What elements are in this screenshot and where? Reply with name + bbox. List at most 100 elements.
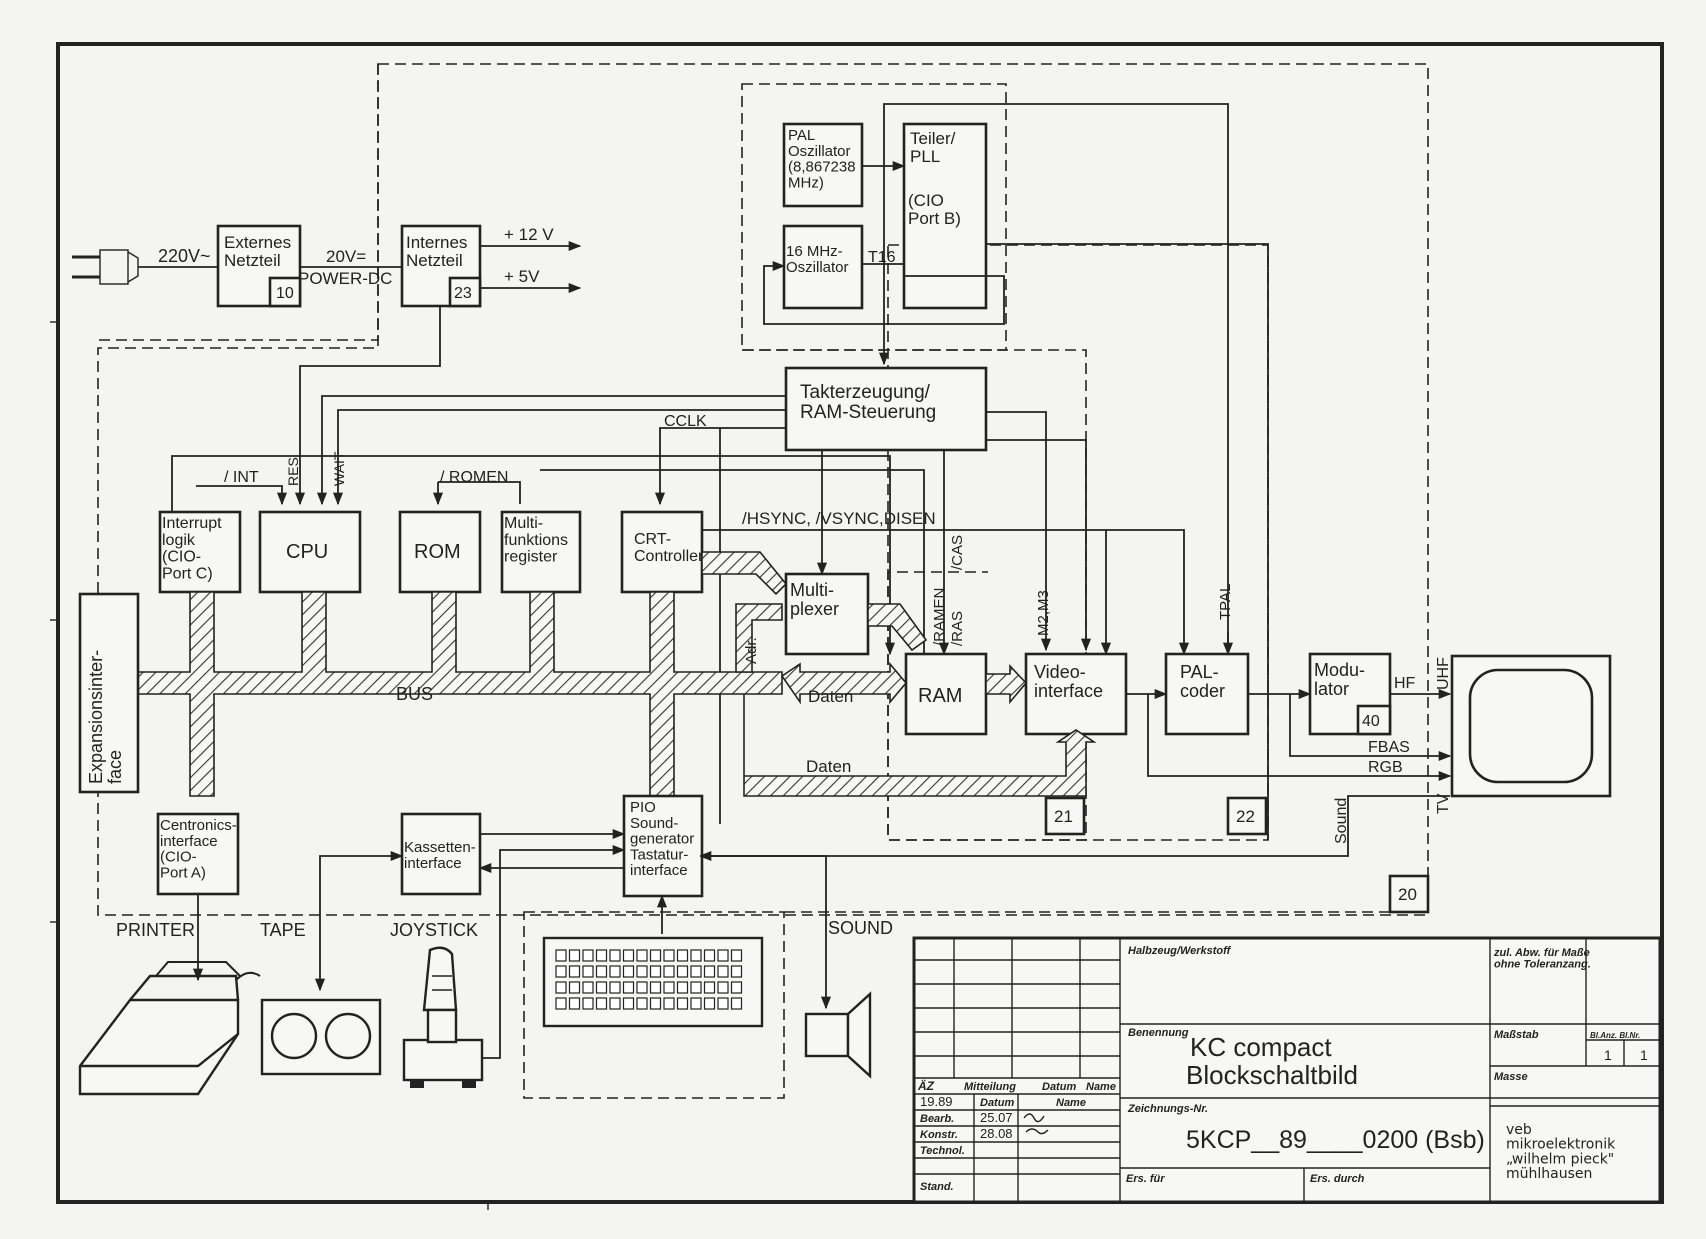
- label-year: 19.89: [920, 1094, 953, 1109]
- label-name-hdr: Name: [1056, 1097, 1086, 1109]
- address-bus-crt: [701, 551, 788, 596]
- keyboard-icon: [542, 936, 764, 1028]
- block-interrupt-logik: [158, 510, 242, 594]
- label-21: 21: [1054, 807, 1073, 826]
- label-16mhz-oszillator: 16 MHz-Oszillator: [786, 243, 849, 276]
- keyboard-key: [690, 965, 702, 978]
- keyboard-key: [703, 949, 716, 962]
- drawing-border: [56, 42, 1664, 1204]
- badge-20: [1388, 874, 1430, 914]
- keyboard-key: [717, 949, 729, 962]
- label-centronics-interface: Centronics-interface(CIO-Port A): [160, 817, 237, 881]
- label-bearb: Bearb.: [920, 1113, 954, 1125]
- label-benennung: Benennung: [1128, 1027, 1189, 1039]
- label-multiplexer: Multi-plexer: [790, 580, 839, 619]
- block-pal-oszillator: [782, 122, 864, 208]
- keyboard-key: [730, 949, 743, 962]
- label-tpal: TPAL: [1217, 584, 1234, 620]
- data-bus-ram: [780, 661, 908, 705]
- label-bus: BUS: [396, 684, 433, 704]
- keyboard-key: [649, 981, 662, 994]
- keyboard-key: [676, 965, 689, 978]
- keyboard-key: [636, 981, 648, 994]
- keyboard-key: [595, 949, 608, 962]
- speaker-icon: [804, 991, 872, 1079]
- label-uhf: UHF: [1435, 657, 1452, 690]
- label-t16: T16: [868, 249, 896, 266]
- label-mitteilung: Mitteilung: [964, 1081, 1016, 1093]
- label-sound-sig: Sound: [1333, 798, 1350, 844]
- keyboard-key: [568, 997, 581, 1010]
- keyboard-key: [690, 997, 702, 1010]
- keyboard-key: [622, 997, 635, 1010]
- keyboard-key: [636, 949, 648, 962]
- label-daten-1: Daten: [808, 687, 853, 706]
- printer-icon: [78, 961, 261, 1096]
- keyboard-key: [717, 997, 729, 1010]
- block-takterzeugung: [784, 366, 988, 452]
- label-printer: PRINTER: [116, 920, 195, 940]
- label-rom: ROM: [414, 541, 461, 563]
- keyboard-key: [595, 965, 608, 978]
- label-12v: + 12 V: [504, 225, 554, 244]
- frame-20: [97, 63, 1429, 916]
- label-hf: HF: [1394, 675, 1416, 692]
- label-pal-coder: PAL-coder: [1180, 662, 1225, 701]
- keyboard-key: [636, 965, 648, 978]
- label-res: RES: [285, 457, 301, 486]
- badge-23: [448, 276, 482, 308]
- data-bus-video: [985, 663, 1028, 705]
- keyboard-key: [676, 981, 689, 994]
- block-multiplexer: [784, 572, 870, 656]
- block-expansion-interface: [78, 592, 140, 794]
- label-10: 10: [276, 285, 294, 302]
- drawing-number: 5KCP__89____0200 (Bsb): [1186, 1126, 1485, 1154]
- keyboard-key: [609, 981, 621, 994]
- label-cclk: CCLK: [664, 413, 707, 430]
- keyboard-key: [595, 997, 608, 1010]
- frame-clock: [741, 83, 1007, 351]
- keyboard-key: [703, 965, 716, 978]
- tape-icon: [260, 998, 382, 1076]
- label-datum-hdr: Datum: [980, 1097, 1014, 1109]
- address-bus-ram: [867, 603, 928, 652]
- label-40: 40: [1362, 713, 1380, 730]
- keyboard-key: [676, 949, 689, 962]
- label-bearb-date: 25.07: [980, 1110, 1013, 1125]
- keyboard-key: [730, 965, 743, 978]
- keyboard-key: [609, 965, 621, 978]
- label-hsync: /HSYNC, /VSYNC,DISEN: [742, 509, 936, 528]
- keyboard-key: [555, 981, 567, 994]
- label-20v: 20V=: [326, 247, 366, 266]
- keyboard-key: [730, 981, 743, 994]
- keyboard-key: [636, 997, 648, 1010]
- keyboard-key: [717, 981, 729, 994]
- label-tape: TAPE: [260, 920, 306, 940]
- frame-22: [887, 244, 1269, 841]
- keyboard-key: [555, 965, 567, 978]
- label-masse: Masse: [1494, 1071, 1528, 1083]
- keyboard-key: [690, 949, 702, 962]
- label-20: 20: [1398, 885, 1417, 904]
- signature-image: [1023, 1113, 1049, 1135]
- label-modulator: Modu-lator: [1314, 660, 1365, 699]
- block-rom: [398, 510, 482, 594]
- label-bl-1b: 1: [1640, 1047, 1648, 1063]
- label-az: ÄZ: [917, 1078, 935, 1093]
- label-sound: SOUND: [828, 918, 893, 938]
- keyboard-key: [703, 997, 716, 1010]
- label-teiler-pll: Teiler/PLL: [910, 129, 956, 166]
- keyboard-key: [555, 997, 567, 1010]
- frame-keyboard: [523, 911, 785, 1099]
- address-bus-cpu: [735, 603, 783, 673]
- frame-21: [742, 349, 1087, 841]
- data-bus-lower: [743, 694, 1097, 797]
- label-expansion-interface: Expansionsinter-face: [86, 650, 125, 784]
- badge-21: [1044, 796, 1086, 836]
- label-adr: Adr.: [743, 637, 760, 664]
- keyboard-key: [582, 981, 594, 994]
- label-joystick: JOYSTICK: [390, 920, 478, 940]
